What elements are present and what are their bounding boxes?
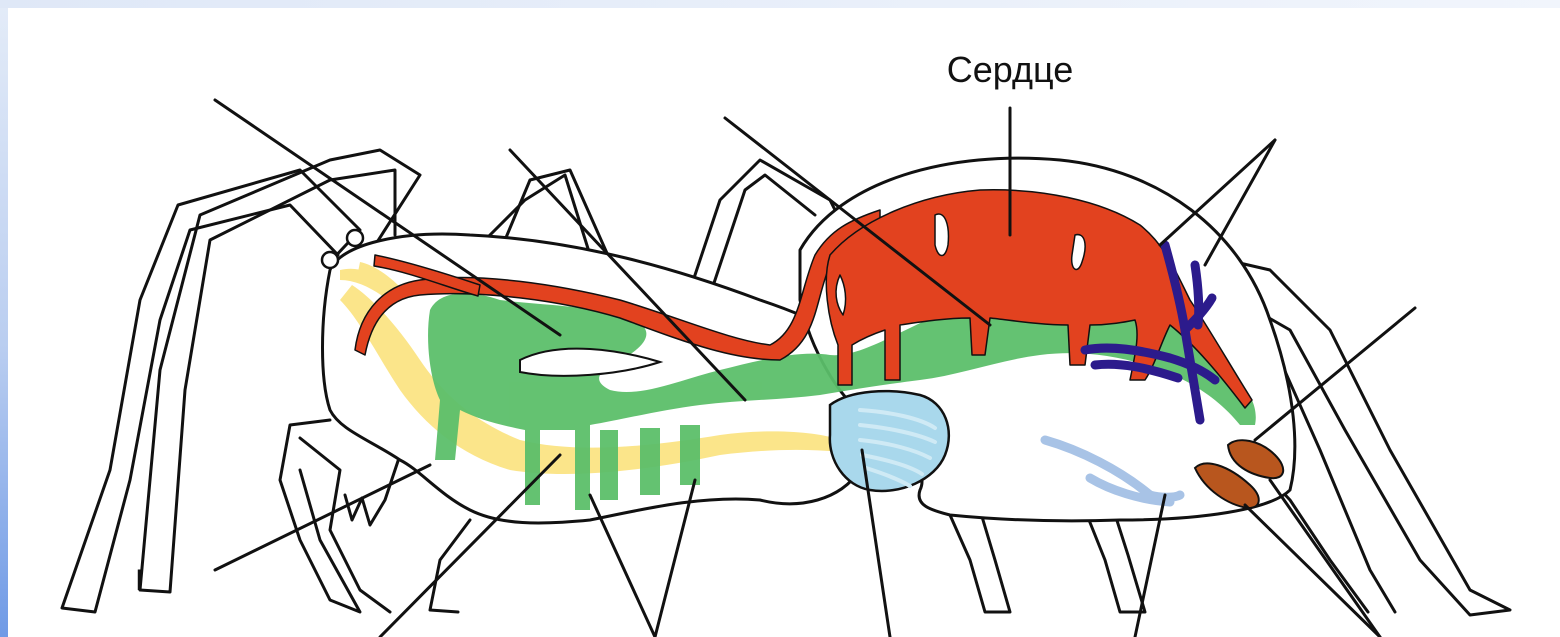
eye-1 [322,252,338,268]
label-heart: Сердце [947,49,1073,90]
leg-1 [62,170,360,612]
pointer-pedipalp [215,465,430,570]
pointer-caeca-1 [590,495,655,637]
caeca-3 [680,425,700,485]
pointer-spinneret-1 [1270,480,1380,637]
pointer-malpighian-2 [1205,140,1275,265]
leg-10 [950,510,1010,612]
heart-slit-1 [935,214,948,255]
pointer-malpighian-1 [1160,140,1275,245]
pointer-spinneret-2 [1245,505,1380,637]
label-roman-one: I [135,564,143,597]
eye-2 [347,230,363,246]
caeca-1 [600,430,618,500]
caeca-2 [640,428,660,495]
leg-7 [280,420,360,612]
